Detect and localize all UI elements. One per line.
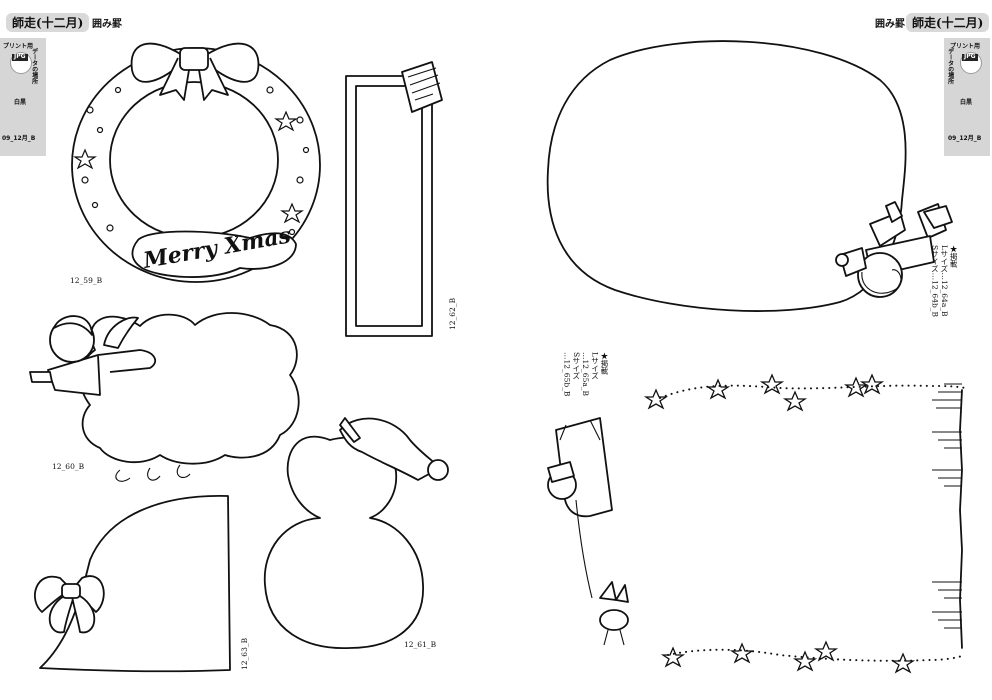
sleigh-reindeer (547, 417, 629, 646)
print-label: プリント用 (3, 43, 34, 50)
chapter-badge: 師走(十二月) (6, 13, 90, 32)
wreath-frame: Merry Xmas (71, 42, 321, 283)
sleigh-note-s-code: …12_65b_B (562, 352, 572, 397)
format-badge: JPG (12, 53, 28, 61)
code-snowman: 12_61_B (404, 640, 437, 649)
santa-oval-frame (546, 40, 953, 312)
data-location-tab-right: プリント用 JPG データの場所 白黒 09_12月_B (944, 38, 990, 156)
section-label-right: 囲み罫 (875, 19, 905, 30)
sleigh-note: ★掲載 Lサイズ …12_65a_B Sサイズ …12_65b_B (562, 352, 609, 396)
santa-note-l: Lサイズ…12_64a_B (939, 245, 949, 317)
bell-frame (33, 495, 231, 673)
sleigh-note-title: ★掲載 (599, 352, 609, 375)
code-angel: 12_60_B (52, 462, 85, 471)
sleigh-note-l: Lサイズ (590, 352, 600, 380)
double-rect-frame (345, 61, 443, 337)
data-location-label-right: データの場所 (946, 48, 954, 84)
santa-note-title: ★掲載 (949, 245, 959, 268)
angel-cloud-frame (29, 312, 300, 482)
format-badge-right: JPG (962, 53, 978, 61)
folder-label: 09_12月_B (2, 135, 36, 142)
santa-note: ★掲載 Lサイズ…12_64a_B Sサイズ…12_64b_B (930, 245, 958, 317)
code-wreath: 12_59_B (70, 276, 103, 285)
sleigh-note-s: Sサイズ (571, 352, 581, 380)
print-label-right: プリント用 (950, 43, 981, 50)
chapter-badge-right: 師走(十二月) (906, 13, 990, 32)
dotted-star-frame (643, 373, 966, 674)
sleigh-note-l-code: …12_65a_B (581, 352, 591, 397)
bw-label-right: 白黒 (960, 99, 973, 106)
bw-label: 白黒 (14, 99, 27, 106)
snowman-frame (263, 417, 449, 649)
section-label: 囲み罫 (92, 19, 122, 30)
data-location-label: データの場所 (30, 48, 38, 84)
data-location-tab: プリント用 JPG データの場所 白黒 09_12月_B (0, 38, 46, 156)
folder-label-right: 09_12月_B (948, 135, 982, 142)
santa-note-s: Sサイズ…12_64b_B (930, 245, 940, 318)
